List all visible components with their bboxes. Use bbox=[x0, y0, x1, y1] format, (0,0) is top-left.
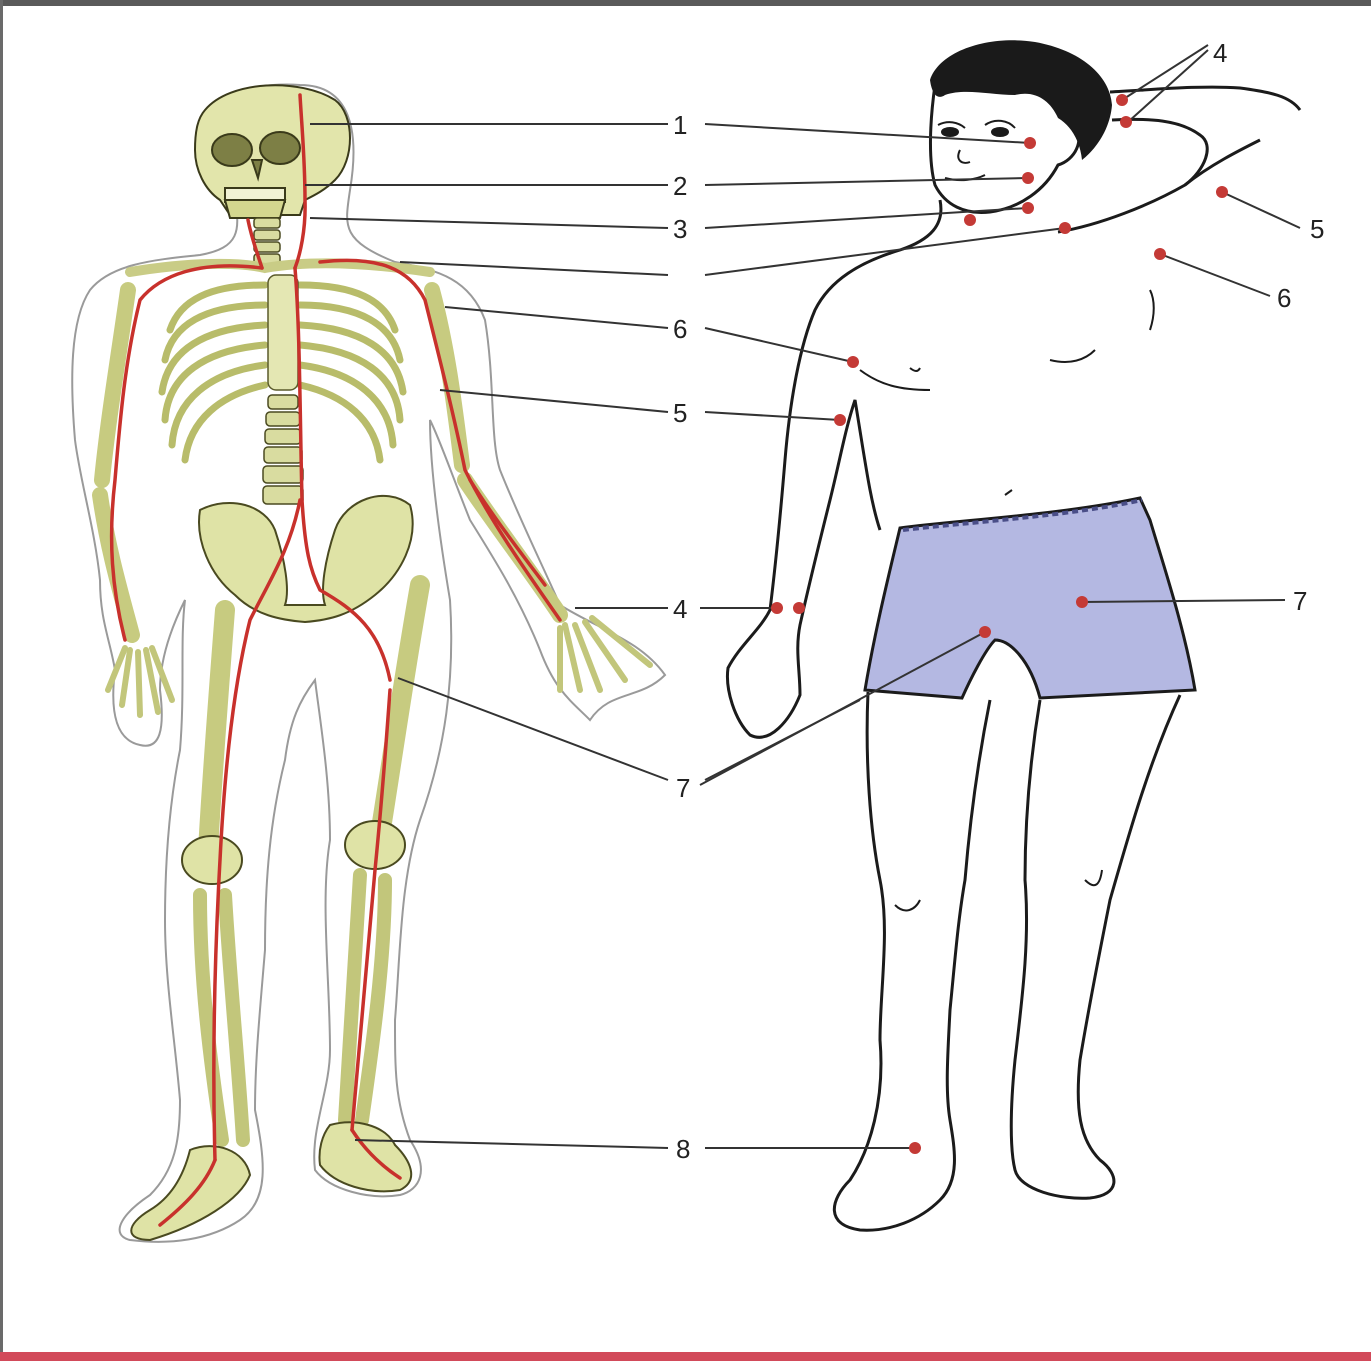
pressure-point-dot bbox=[964, 214, 976, 226]
label-right-4: 4 bbox=[1213, 38, 1227, 68]
pressure-point-dot bbox=[834, 414, 846, 426]
right-labels: 4 5 6 7 bbox=[1213, 38, 1324, 616]
skeleton-illustration bbox=[72, 85, 665, 1242]
label-4: 4 bbox=[673, 594, 687, 624]
shin-bones bbox=[200, 875, 385, 1140]
pressure-point-dot bbox=[847, 356, 859, 368]
label-1: 1 bbox=[673, 110, 687, 140]
pressure-point-dot bbox=[1116, 94, 1128, 106]
face-features bbox=[938, 121, 1015, 180]
label-8: 8 bbox=[676, 1134, 690, 1164]
skull bbox=[195, 85, 350, 218]
pressure-point-dot bbox=[979, 626, 991, 638]
pressure-point-dot bbox=[1024, 137, 1036, 149]
pressure-point-dot bbox=[1216, 186, 1228, 198]
label-3: 3 bbox=[673, 214, 687, 244]
hand-bones bbox=[108, 618, 650, 715]
label-right-7: 7 bbox=[1293, 586, 1307, 616]
top-border bbox=[0, 0, 1371, 6]
label-right-5: 5 bbox=[1310, 214, 1324, 244]
pressure-point-dot bbox=[909, 1142, 921, 1154]
pressure-point-dot bbox=[1059, 222, 1071, 234]
pressure-point-dot bbox=[1154, 248, 1166, 260]
left-border bbox=[0, 0, 3, 1361]
sternum bbox=[268, 275, 298, 390]
label-2: 2 bbox=[673, 171, 687, 201]
pressure-point-dot bbox=[1022, 172, 1034, 184]
label-5: 5 bbox=[673, 398, 687, 428]
legs-outline bbox=[834, 692, 1180, 1230]
label-6: 6 bbox=[673, 314, 687, 344]
pressure-point-dot bbox=[793, 602, 805, 614]
pressure-point-dot bbox=[1022, 202, 1034, 214]
bottom-rule bbox=[0, 1352, 1371, 1361]
label-7: 7 bbox=[676, 773, 690, 803]
label-right-6: 6 bbox=[1277, 283, 1291, 313]
center-labels: 1 2 3 6 5 4 7 8 bbox=[673, 110, 690, 1164]
pressure-point-dot bbox=[771, 602, 783, 614]
knee-details bbox=[895, 870, 1102, 910]
pressure-point-dot bbox=[1120, 116, 1132, 128]
chest-details bbox=[860, 290, 1154, 495]
pressure-point-dot bbox=[1076, 596, 1088, 608]
lumbar-spine bbox=[263, 395, 303, 504]
human-body-illustration bbox=[727, 40, 1300, 1230]
